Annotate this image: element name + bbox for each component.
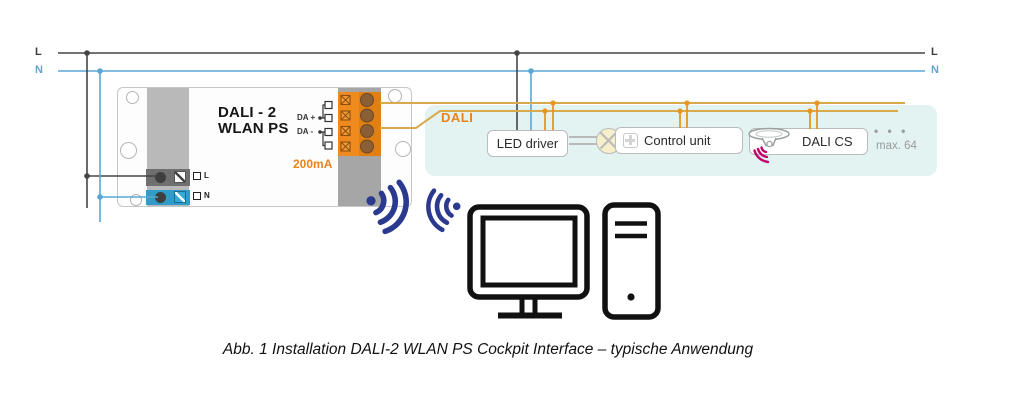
terminal-screw — [155, 192, 166, 203]
da-minus-label: DA - — [297, 127, 314, 136]
terminal-n-letter: N — [204, 191, 210, 200]
mounting-keyhole — [395, 141, 411, 157]
mains-l-label-left: L — [35, 46, 42, 58]
terminal-l-block — [146, 169, 190, 186]
computer-icon — [467, 202, 661, 320]
monitor-icon — [467, 204, 590, 319]
pc-tower-icon — [602, 202, 661, 320]
terminal-clamp-icon — [174, 171, 186, 183]
terminal-l-checkbox-icon — [193, 172, 201, 180]
figure-caption: Abb. 1 Installation DALI-2 WLAN PS Cockp… — [222, 341, 754, 358]
da-terminal-schematic-icon — [318, 100, 333, 150]
wifi-icon-computer — [426, 188, 461, 233]
terminal-screw — [155, 172, 166, 183]
device-name: DALI - 2 WLAN PS — [218, 104, 289, 137]
mounting-keyhole — [120, 142, 137, 159]
control-unit-icon — [623, 133, 638, 148]
led-driver-box: LED driver — [487, 130, 568, 157]
more-devices-dots: • • • — [874, 124, 909, 138]
mounting-hole — [126, 91, 139, 104]
mains-l-label-right: L — [931, 46, 938, 58]
control-unit-label: Control unit — [644, 133, 711, 148]
mains-n-label-left: N — [35, 64, 43, 76]
terminal-l-letter: L — [204, 171, 209, 180]
max-device-count: max. 64 — [876, 140, 917, 152]
mains-n-label-right: N — [931, 64, 939, 76]
terminal-n-checkbox-icon — [193, 192, 201, 200]
terminal-clamp-icon — [174, 191, 186, 203]
control-unit-box: Control unit — [615, 127, 743, 154]
presence-sensor-icon — [748, 127, 790, 164]
device-terminal-strip — [147, 88, 189, 206]
mounting-hole — [388, 89, 402, 103]
dali-bus-label: DALI — [441, 110, 474, 125]
terminal-n-block — [146, 190, 190, 205]
mounting-hole — [130, 194, 142, 206]
led-driver-label: LED driver — [496, 136, 559, 151]
da-plus-label: DA + — [297, 113, 316, 122]
current-rating-label: 200mA — [293, 157, 333, 171]
dali-terminal-block — [338, 92, 381, 156]
wifi-icon-device — [366, 179, 409, 235]
dali-cs-label: DALI CS — [802, 134, 853, 149]
